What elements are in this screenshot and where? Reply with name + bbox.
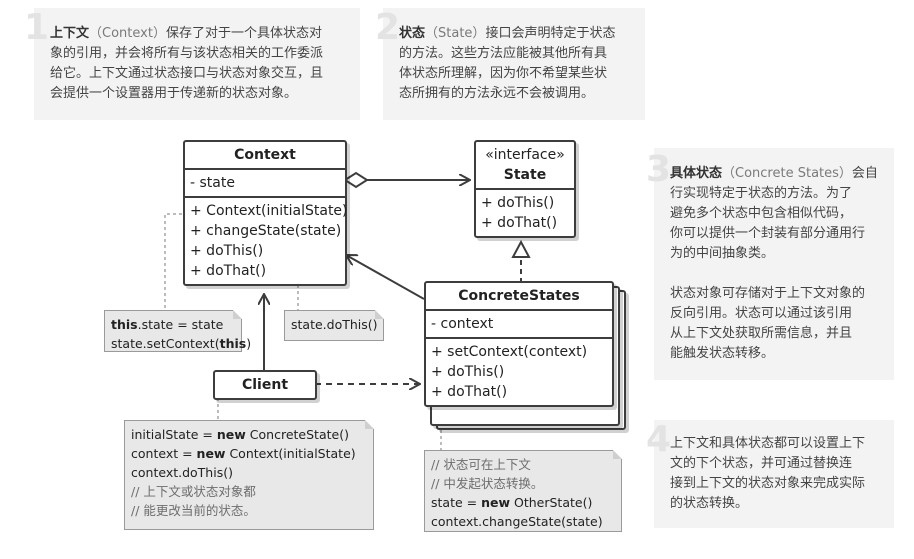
note-fold-icon [365,420,374,429]
note-2-number: 2 [375,7,401,48]
note-2-text: 状态（State）接口会声明特定于状态 的方法。这些方法应能被其他所有具 体状态… [399,24,639,104]
concrete-method: + doThat() [431,384,508,400]
context-class-name: Context [234,147,296,163]
state-method: + doThis() [481,195,555,211]
note-4-line: 上下文和具体状态都可以设置上下 [670,436,866,451]
code-text: Context(initialState) [225,446,356,461]
note-1-en: （Context） [89,26,166,41]
context-method: + changeState(state) [190,223,342,239]
keyword: this [219,336,247,351]
state-stereotype: «interface» [485,147,565,163]
note-4: 4 上下文和具体状态都可以设置上下 文的下个状态，并可通过替换连 接到上下文的状… [646,420,894,528]
note-3-line: 能触发状态转移。 [670,346,775,361]
note-3: 3 具体状态（Concrete States）会自 行实现特定于状态的方法。为了… [646,148,894,380]
keyword: new [216,427,246,442]
note-2-en: （State） [425,26,486,41]
note-1-line: 给它。上下文通过状态接口与状态对象交互，且 [50,66,324,81]
note-3-text: 具体状态（Concrete States）会自 行实现特定于状态的方法。为了 避… [670,164,892,364]
note-fold-icon [233,310,242,319]
code-text: state = [431,495,482,510]
note-2-line: 接口会声明特定于状态 [485,26,616,41]
note-2-line: 的方法。这些方法应能被其他所有具 [399,46,608,61]
state-method: + doThat() [481,215,558,231]
concrete-class-name: ConcreteStates [458,288,580,304]
code-comment: // 上下文或状态对象都 [131,484,256,499]
aggregation-diamond [343,171,369,189]
context-method: + Context(initialState) [190,203,348,219]
note-1-bold: 上下文 [50,26,90,41]
code-note-this-state: this.state = state state.setContext(this… [104,310,251,352]
note-3-line: 你可以提供一个封装有部分通用行 [670,226,866,241]
state-interface-name: State [503,167,547,183]
note-1-line: 保存了对于一个具体状态对 [165,26,322,41]
context-field-state: - state [190,175,235,191]
context-method: + doThis() [190,243,264,259]
concrete-context-association [346,255,425,300]
code-text: context.doThis() [131,465,233,480]
state-interface: «interface» State + doThis() + doThat() [474,140,576,238]
note-2-bold: 状态 [399,26,426,41]
code-text: ConcreteState() [245,427,349,442]
note-fold-icon [613,450,622,459]
note-3-line: 行实现特定于状态的方法。为了 [670,186,853,201]
note-1-number: 1 [24,7,50,48]
note-4-line: 文的下个状态，并可通过替换连 [670,456,853,471]
realization-triangle [511,239,531,258]
note-2: 2 状态（State）接口会声明特定于状态 的方法。这些方法应能被其他所有具 体… [375,8,645,120]
note-1-line: 象的引用，并会将所有与该状态相关的工作委派 [50,46,324,61]
concrete-states-class: ConcreteStates - context + setContext(co… [424,281,614,407]
note-3-bold: 具体状态 [670,166,723,181]
code-comment: // 能更改当前的状态。 [131,503,256,518]
note-3-number: 3 [646,149,672,190]
note-4-line: 的状态转换。 [670,496,749,511]
concrete-method: + setContext(context) [431,344,588,360]
note-3-line: 反向引用。状态可以通过该引用 [670,306,853,321]
note-2-line: 体状态所理解，因为你不希望某些状 [399,66,608,81]
note-1: 1 上下文（Context）保存了对于一个具体状态对 象的引用，并会将所有与该状… [24,8,360,120]
client-class: Client [213,370,317,400]
code-text: OtherState() [510,495,593,510]
keyword: new [481,495,511,510]
note-1-line: 会提供一个设置器用于传递新的状态对象。 [50,86,298,101]
context-method: + doThat() [190,263,267,279]
note-3-line: 从上下文处获取所需信息，并且 [670,326,853,341]
note-3-line: 为的中间抽象类。 [670,246,775,261]
code-comment: // 中发起状态转换。 [431,476,544,491]
code-text: context.changeState(state) [431,514,603,529]
note-3-en: （Concrete States） [722,166,852,181]
note-3-line: 会自 [851,166,878,181]
note-4-number: 4 [646,419,672,460]
note-3-line: 避免多个状态中包含相似代码， [670,206,853,221]
note-2-line: 态所拥有的方法永远不会被调用。 [399,86,595,101]
code-text: ) [246,336,252,351]
note-leader-this-state [164,213,182,310]
code-note-dothis: state.doThis() [284,310,384,341]
code-text: context = [131,446,197,461]
keyword: this [111,317,138,332]
code-comment: // 状态可在上下文 [431,457,531,472]
note-1-text: 上下文（Context）保存了对于一个具体状态对 象的引用，并会将所有与该状态相… [50,24,356,104]
note-3-line: 状态对象可存储对于上下文对象的 [670,286,866,301]
keyword: new [196,446,226,461]
code-text: state.setContext( [111,336,220,351]
code-text: initialState = [131,427,217,442]
code-text: .state = state [137,317,224,332]
concrete-method: + doThis() [431,364,505,380]
code-text: state.doThis() [291,317,378,332]
code-note-client: initialState = new ConcreteState() conte… [124,420,374,530]
client-class-name: Client [241,377,289,393]
code-note-concrete: // 状态可在上下文 // 中发起状态转换。 state = new Other… [424,450,622,532]
note-fold-icon [375,310,384,319]
context-class: Context - state + Context(initialState) … [183,140,348,286]
note-4-line: 接到上下文的状态对象来完成实际 [670,476,866,491]
note-4-text: 上下文和具体状态都可以设置上下 文的下个状态，并可通过替换连 接到上下文的状态对… [670,434,892,514]
concrete-field-context: - context [431,316,494,332]
